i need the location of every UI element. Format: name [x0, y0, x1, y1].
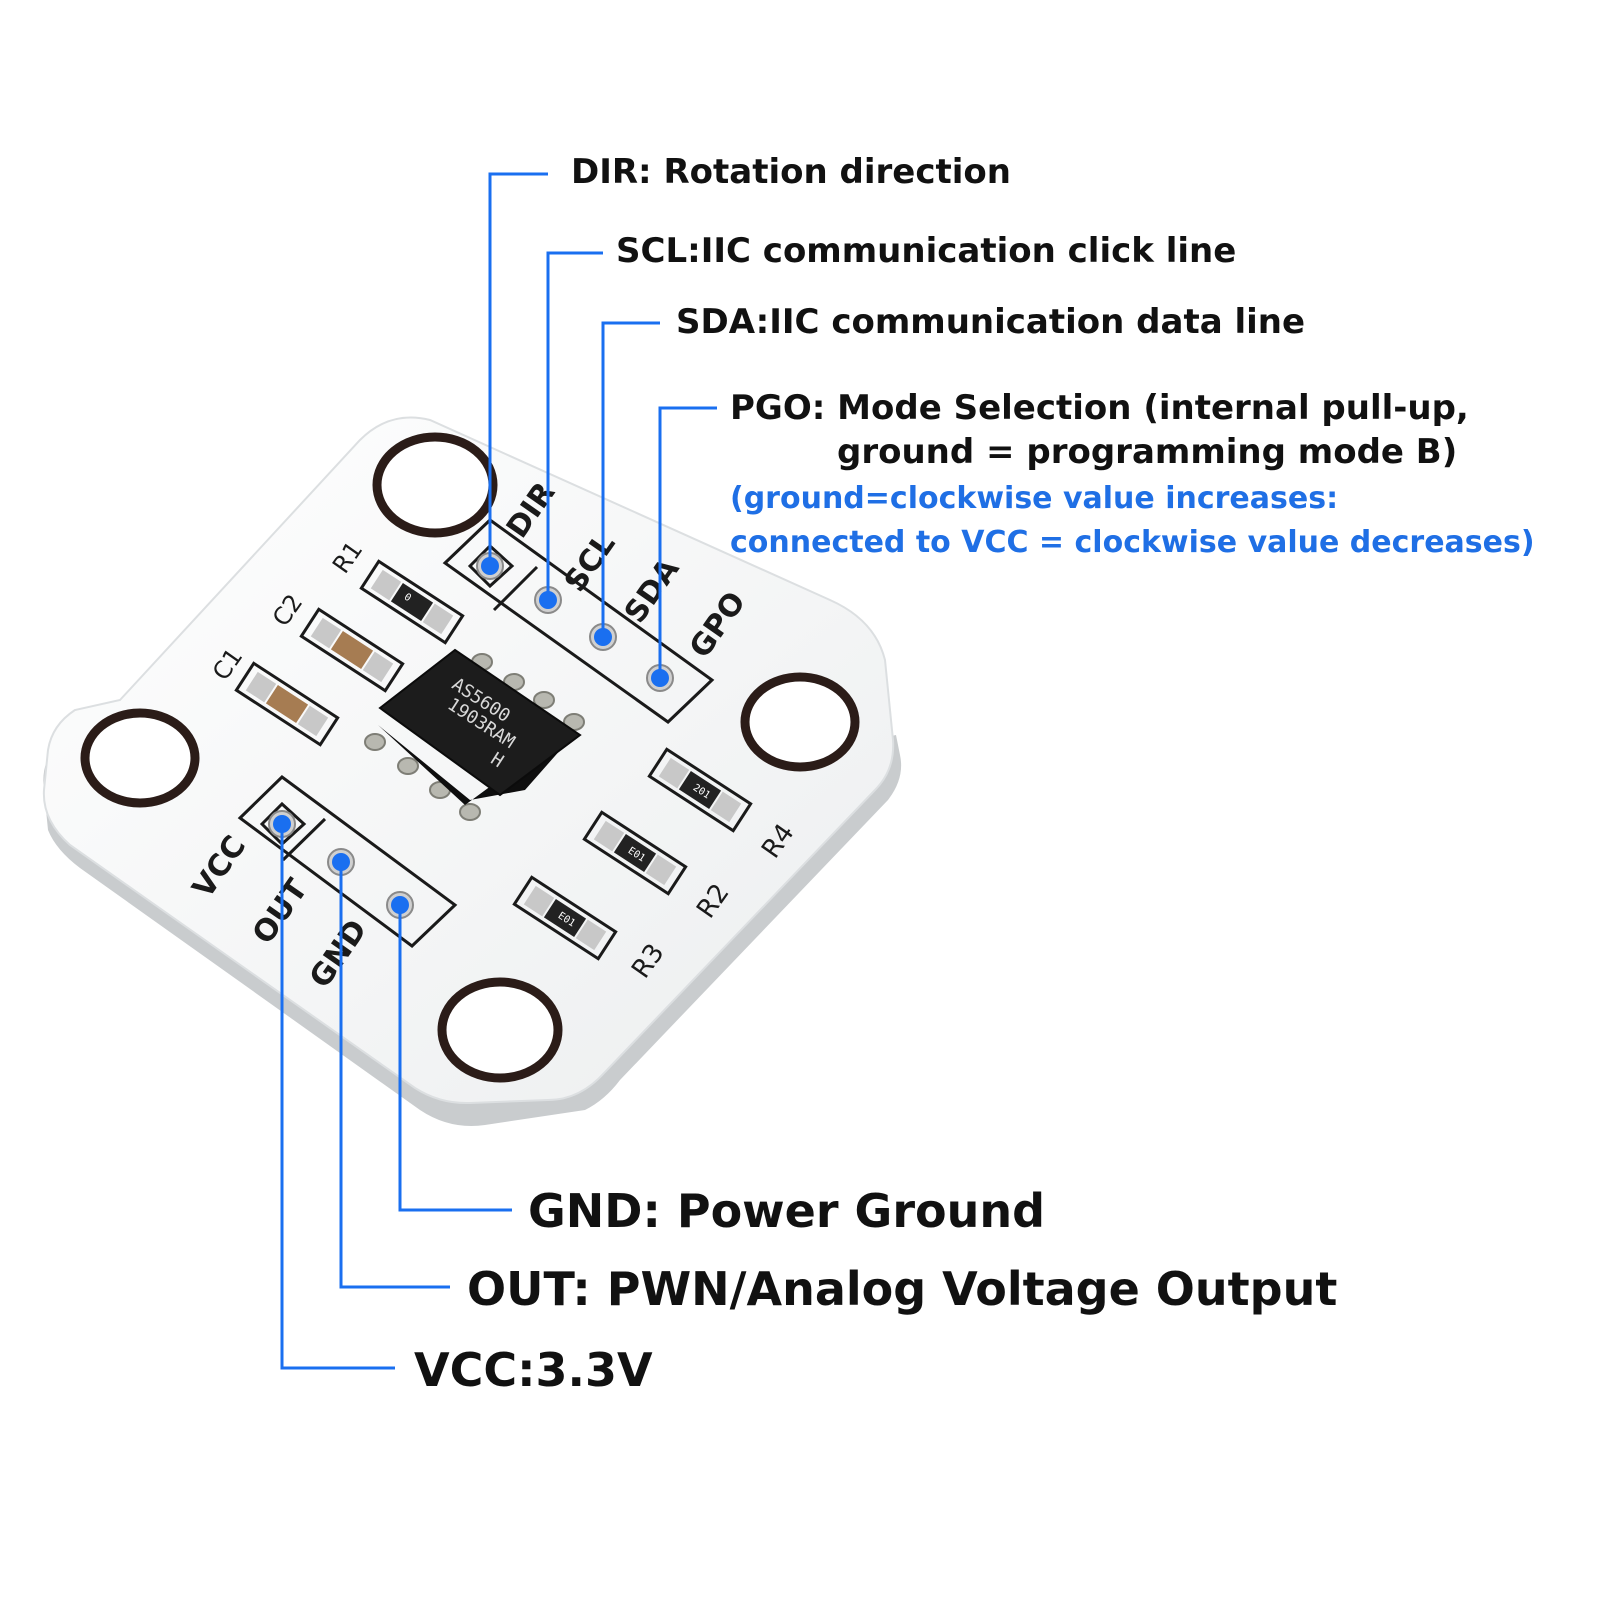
label-pgo-line2: ground = programming mode B) [837, 432, 1458, 472]
silkscreen-outlines [237, 518, 715, 948]
pin1-square-top [467, 543, 515, 589]
label-pgo-note-line2: connected to VCC = clockwise value decre… [730, 525, 1535, 560]
label-sda: SDA:IIC communication data line [676, 302, 1306, 342]
pin1-square-bottom [259, 801, 307, 847]
mounting-hole [740, 672, 860, 772]
passive-components: 0 201 E01 [234, 559, 753, 961]
mounting-hole [437, 977, 563, 1083]
label-vcc: VCC:3.3V [414, 1343, 653, 1397]
label-scl: SCL:IIC communication click line [616, 231, 1237, 271]
pin-dot-pgo [651, 669, 669, 687]
header-outline-top [442, 518, 715, 724]
label-pgo-note-line1: (ground=clockwise value increases: [730, 481, 1339, 516]
resistor-r2 [582, 810, 688, 896]
leader-scl [546, 251, 603, 600]
mounting-holes [80, 432, 860, 1083]
resistor-r3 [512, 875, 618, 961]
label-pgo-line1: PGO: Mode Selection (internal pull-up, [730, 388, 1469, 428]
header-divider-bottom [281, 817, 327, 862]
leader-dir [488, 172, 548, 566]
pin-dot-dir [481, 557, 499, 575]
label-out: OUT: PWN/Analog Voltage Output [467, 1262, 1338, 1316]
pin-dot-gnd [391, 896, 409, 914]
mounting-hole [372, 432, 498, 538]
pin-dot-vcc [273, 815, 291, 833]
resistor-r1 [359, 559, 465, 645]
as5600-chip: AS5600 1903RAM H [364, 648, 585, 821]
leader-sda [601, 321, 660, 637]
capacitor-c1 [234, 661, 340, 747]
leader-out [339, 862, 450, 1289]
mounting-hole [80, 708, 200, 808]
resistor-r4 [647, 747, 753, 833]
leader-vcc [280, 824, 395, 1370]
leader-lines [280, 172, 717, 1370]
chip-body-top [378, 648, 582, 797]
leader-pgo [658, 406, 717, 678]
pin-dots [273, 557, 669, 914]
header-divider-top [492, 565, 539, 612]
pin-dot-sda [594, 628, 612, 646]
pin-dot-out [332, 853, 350, 871]
leader-gnd [398, 905, 512, 1212]
chip-body-side [378, 725, 562, 805]
capacitor-c2 [299, 607, 405, 693]
component-code-r1: 0 [402, 592, 413, 605]
header-outline-bottom [237, 775, 458, 948]
label-gnd: GND: Power Ground [528, 1184, 1046, 1238]
label-dir: DIR: Rotation direction [571, 152, 1011, 192]
pin-dot-scl [539, 591, 557, 609]
